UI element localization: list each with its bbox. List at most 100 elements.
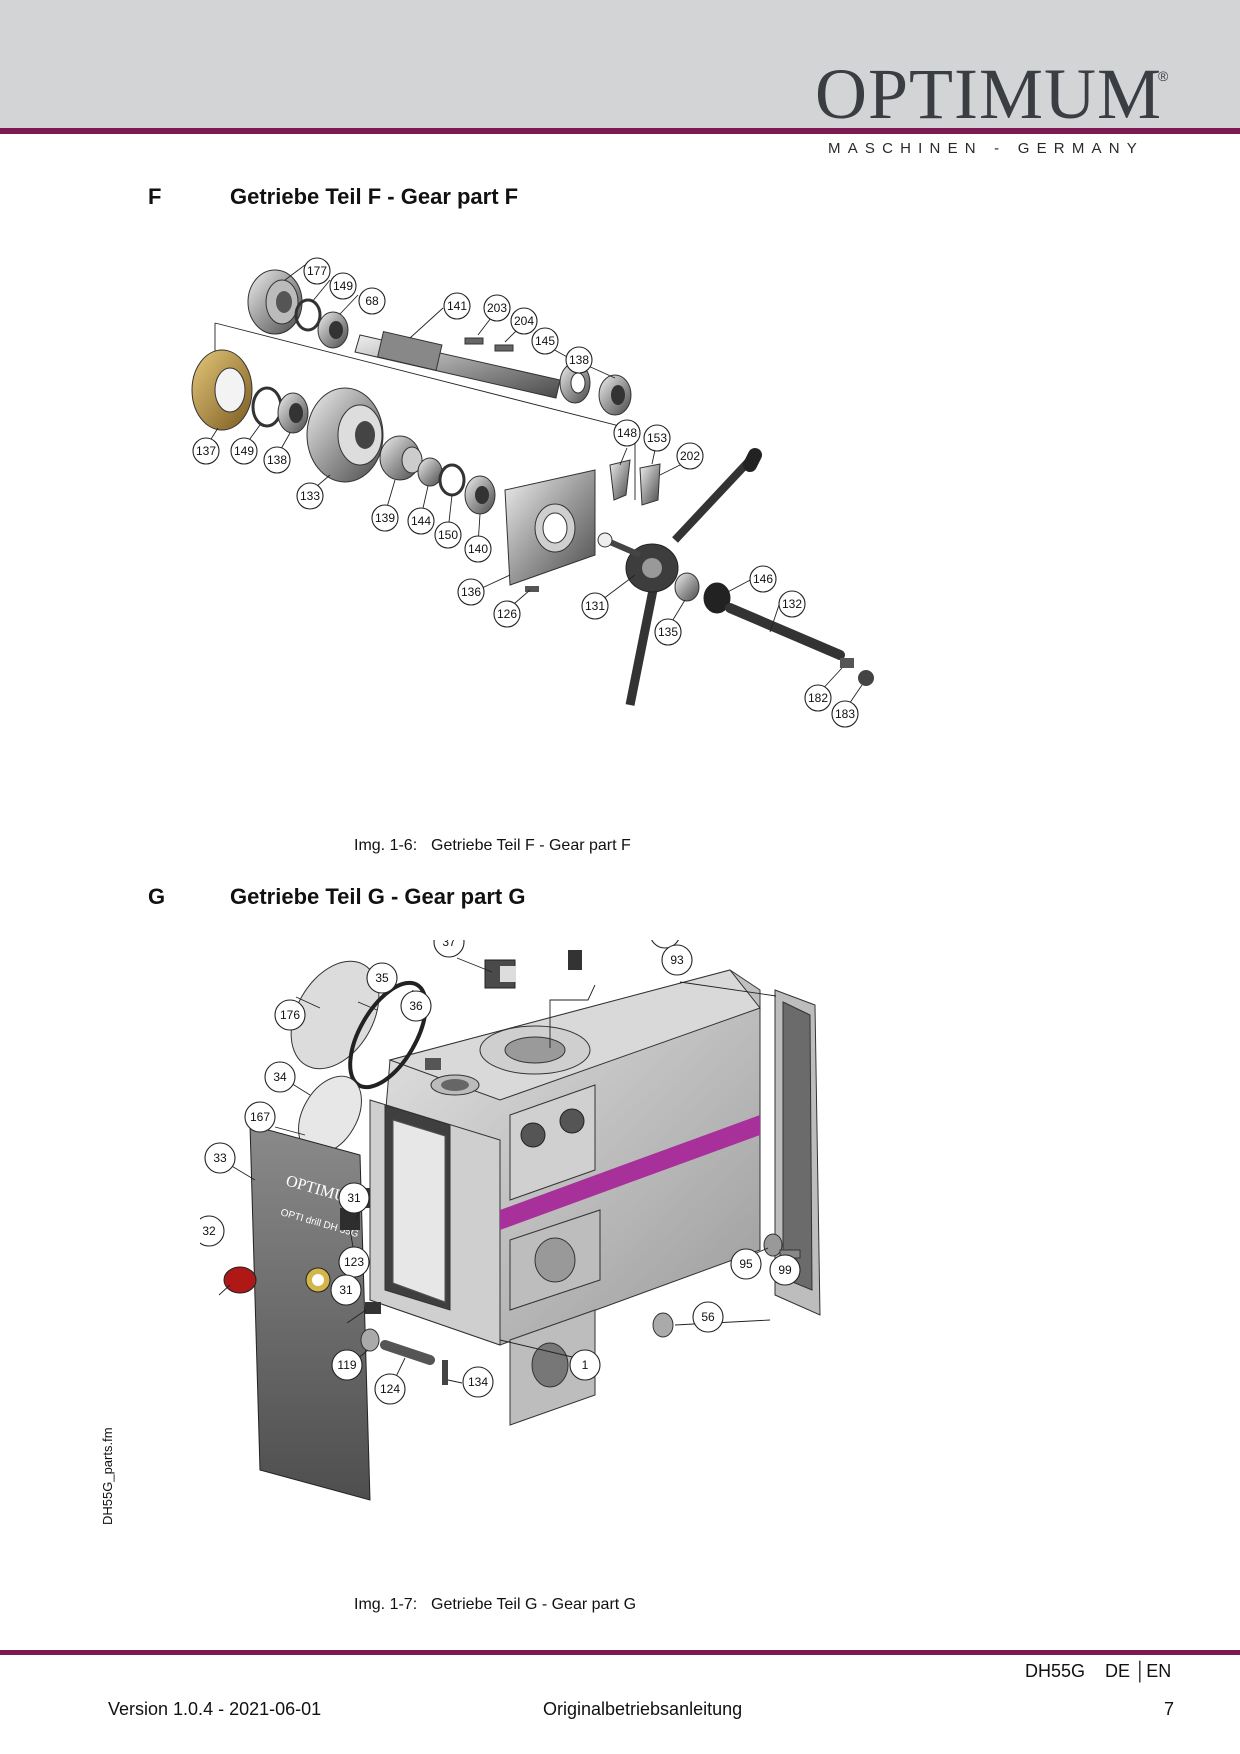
callout-123: 123 <box>338 1246 370 1278</box>
optimum-logo: OPTIMUM ® MASCHINEN - GERMANY <box>815 58 1195 168</box>
callout-138b-label: 138 <box>267 453 287 467</box>
callout-95-label: 95 <box>739 1257 753 1271</box>
callout-167: 167 <box>244 1101 276 1133</box>
callout-36: 36 <box>400 990 432 1022</box>
callout-31a: 31 <box>338 1182 370 1214</box>
callout-183-label: 183 <box>835 707 855 721</box>
callout-99: 99 <box>769 1254 801 1286</box>
callout-135: 135 <box>654 618 682 646</box>
logo-registered-mark: ® <box>1158 68 1169 84</box>
callout-140: 140 <box>464 535 492 563</box>
callout-133-label: 133 <box>300 489 320 503</box>
callout-93: 93 <box>661 944 693 976</box>
callout-145: 145 <box>531 327 559 355</box>
callout-126-label: 126 <box>497 607 517 621</box>
callout-56-label: 56 <box>701 1310 715 1324</box>
figure-g-caption-label: Img. 1-7: <box>354 1596 418 1613</box>
callout-182: 182 <box>804 684 832 712</box>
callout-119: 119 <box>331 1349 363 1381</box>
callout-31a-label: 31 <box>347 1191 361 1205</box>
callout-153-label: 153 <box>647 431 667 445</box>
callout-35: 35 <box>366 962 398 994</box>
logo-word: OPTIMUM <box>815 54 1163 134</box>
file-name-label: DH55G_parts.fm <box>100 1427 115 1525</box>
callout-132-label: 132 <box>782 597 802 611</box>
footer-document-type: Originalbetriebsanleitung <box>543 1699 743 1719</box>
callout-183: 183 <box>831 700 859 728</box>
callout-177-label: 177 <box>307 264 327 278</box>
figure-f-caption: Img. 1-6:Getriebe Teil F - Gear part F <box>354 837 631 855</box>
callout-34: 34 <box>264 1061 296 1093</box>
callout-1-label: 1 <box>582 1358 589 1372</box>
callout-32: 32 <box>200 1215 225 1247</box>
callout-34-label: 34 <box>273 1070 287 1084</box>
callout-36-label: 36 <box>409 999 423 1013</box>
callout-149b-label: 149 <box>234 444 254 458</box>
callout-138b: 138 <box>263 446 291 474</box>
callout-144: 144 <box>407 507 435 535</box>
callout-203-label: 203 <box>487 301 507 315</box>
figure-g-caption: Img. 1-7:Getriebe Teil G - Gear part G <box>354 1596 636 1614</box>
logo-subtitle: MASCHINEN - GERMANY <box>828 140 1144 157</box>
header-rule <box>0 128 1240 134</box>
page-number: 7 <box>1164 1699 1175 1719</box>
callout-137-label: 137 <box>196 444 216 458</box>
figure-f-caption-text: Getriebe Teil F - Gear part F <box>431 837 631 854</box>
section-f-title: Getriebe Teil F - Gear part F <box>230 184 519 209</box>
callout-202: 202 <box>676 442 704 470</box>
footer-rule <box>0 1650 1240 1655</box>
callout-68-label: 68 <box>365 294 379 308</box>
callout-138a-label: 138 <box>569 353 589 367</box>
callout-204-label: 204 <box>514 314 534 328</box>
callout-146: 146 <box>749 565 777 593</box>
section-g-title: Getriebe Teil G - Gear part G <box>230 884 526 909</box>
callout-139: 139 <box>371 504 399 532</box>
callout-176: 176 <box>274 999 306 1031</box>
callout-140-label: 140 <box>468 542 488 556</box>
callout-37: 37 <box>433 940 465 958</box>
callout-204: 204 <box>510 307 538 335</box>
callout-167-label: 167 <box>250 1110 270 1124</box>
callout-99-label: 99 <box>778 1263 792 1277</box>
callout-132: 132 <box>778 590 806 618</box>
callout-139-label: 139 <box>375 511 395 525</box>
callout-35-label: 35 <box>375 971 389 985</box>
callout-56: 56 <box>692 1301 724 1333</box>
callout-95: 95 <box>730 1248 762 1280</box>
callout-148: 148 <box>613 419 641 447</box>
callout-146-label: 146 <box>753 572 773 586</box>
callout-149a-label: 149 <box>333 279 353 293</box>
section-f-letter: F <box>148 184 162 209</box>
callout-202-label: 202 <box>680 449 700 463</box>
header-band <box>0 0 1240 128</box>
callout-138a: 138 <box>565 346 593 374</box>
callout-133: 133 <box>296 482 324 510</box>
callout-135-label: 135 <box>658 625 678 639</box>
callout-136-label: 136 <box>461 585 481 599</box>
callout-137: 137 <box>192 437 220 465</box>
callout-33-label: 33 <box>213 1151 227 1165</box>
callout-33: 33 <box>204 1142 236 1174</box>
callout-150-label: 150 <box>438 528 458 542</box>
callout-131: 131 <box>581 592 609 620</box>
gear-part-g-diagram: OPTIMUM OPTI drill DH 55G 92 37 93 35 36… <box>200 940 821 1501</box>
callout-141: 141 <box>443 292 471 320</box>
callout-177: 177 <box>303 257 331 285</box>
callout-119-label: 119 <box>337 1358 356 1372</box>
callout-31b: 31 <box>330 1274 362 1306</box>
callout-123-label: 123 <box>344 1255 364 1269</box>
callout-124: 124 <box>374 1373 406 1405</box>
callout-126: 126 <box>493 600 521 628</box>
callout-37-label: 37 <box>442 940 456 949</box>
callout-134-label: 134 <box>468 1375 488 1389</box>
callout-136: 136 <box>457 578 485 606</box>
callout-182-label: 182 <box>808 691 828 705</box>
callout-153: 153 <box>643 424 671 452</box>
callout-149b: 149 <box>230 437 258 465</box>
callout-93-label: 93 <box>670 953 684 967</box>
callout-145-label: 145 <box>535 334 555 348</box>
callout-1: 1 <box>569 1349 601 1381</box>
gear-part-f-diagram: 177 149 68 141 203 204 145 138 137 149 1… <box>191 257 874 728</box>
callout-124-label: 124 <box>380 1382 400 1396</box>
callout-150: 150 <box>434 521 462 549</box>
